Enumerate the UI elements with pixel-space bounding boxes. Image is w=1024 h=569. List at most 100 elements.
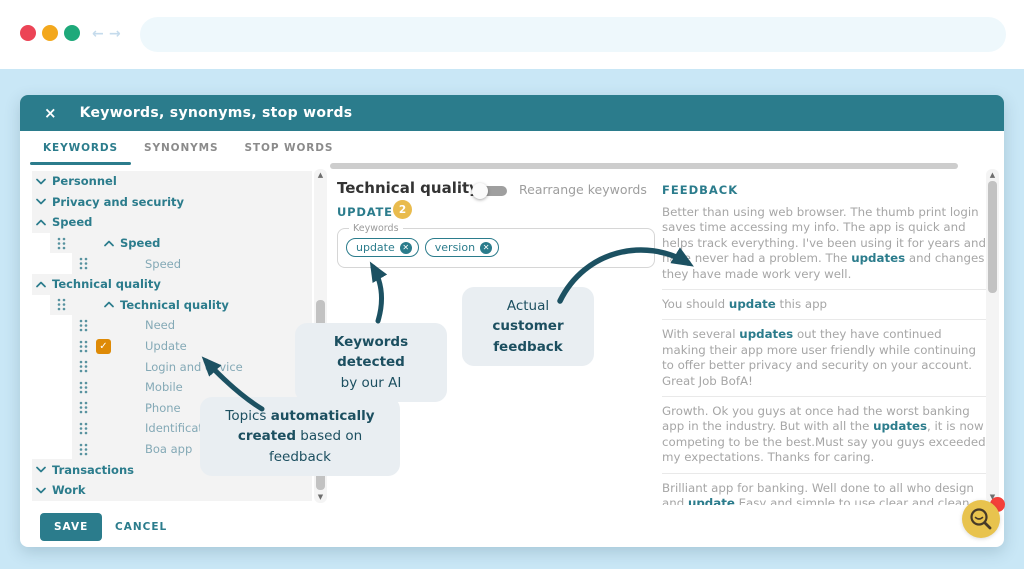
tree-item-privacy-and-security[interactable]: Privacy and security — [32, 191, 312, 213]
tree-item-speed[interactable]: Speed — [50, 232, 312, 254]
chevron-down-icon[interactable] — [36, 178, 46, 185]
highlighted-keyword: update — [728, 297, 776, 312]
chip-remove-icon[interactable]: ✕ — [399, 241, 412, 254]
tree-item-label: Work — [52, 483, 86, 498]
highlighted-keyword: updates — [739, 327, 794, 342]
feedback-item: Brilliant app for banking. Well done to … — [662, 474, 986, 505]
feedback-list: Better than using web browser. The thumb… — [662, 203, 986, 505]
drag-handle-icon[interactable] — [57, 298, 66, 311]
tree-item-technical-quality[interactable]: Technical quality — [32, 273, 312, 295]
save-button[interactable]: SAVE — [40, 513, 103, 541]
tree-item-login-and-device[interactable]: Login and device — [72, 356, 312, 377]
tree-item-need[interactable]: Need — [72, 315, 312, 336]
browser-back-icon[interactable]: ← — [92, 26, 104, 42]
chevron-down-icon[interactable] — [36, 466, 46, 473]
rearrange-keywords-label: Rearrange keywords — [519, 182, 647, 197]
tree-item-technical-quality[interactable]: Technical quality — [50, 294, 312, 316]
tree-item-speed[interactable]: Speed — [32, 212, 312, 233]
close-icon[interactable]: × — [44, 104, 57, 122]
tree-item-label: Personnel — [52, 174, 117, 189]
scroll-down-icon[interactable]: ▼ — [317, 493, 324, 501]
feedback-item: With several updates out they have conti… — [662, 320, 986, 398]
callout-line: Actual customer — [492, 298, 564, 335]
feedback-panel: FEEDBACK Better than using web browser. … — [662, 183, 986, 505]
cancel-button[interactable]: CANCEL — [115, 521, 168, 533]
tree-item-label: Technical quality — [120, 297, 229, 312]
drag-handle-icon[interactable] — [79, 319, 88, 332]
keyword-chip-version[interactable]: version ✕ — [424, 238, 500, 257]
drag-handle-icon[interactable] — [79, 422, 88, 435]
browser-chrome: ← → — [0, 0, 1024, 69]
feedback-item: Growth. Ok you guys at once had the wors… — [662, 397, 986, 474]
tree-item-label: Mobile — [145, 380, 183, 395]
arrow-to-chip — [369, 261, 388, 324]
feedback-scrollbar[interactable]: ▲ ▼ — [986, 169, 999, 503]
drag-handle-icon[interactable] — [79, 443, 88, 456]
chevron-down-icon[interactable] — [36, 487, 46, 494]
modal-title: Keywords, synonyms, stop words — [79, 105, 353, 121]
tree-item-label: Update — [145, 339, 187, 354]
tree-item-personnel[interactable]: Personnel — [32, 171, 312, 192]
keywords-field-label: Keywords — [349, 223, 403, 234]
callout-topics-created: Topics automatically created based on fee… — [200, 397, 400, 476]
chip-remove-icon[interactable]: ✕ — [480, 241, 493, 254]
topic-title: Technical quality — [337, 179, 479, 197]
keyword-chips: update✕ version ✕ — [338, 229, 654, 257]
chevron-up-icon[interactable] — [36, 281, 46, 288]
scroll-up-icon[interactable]: ▲ — [989, 171, 996, 179]
chevron-up-icon[interactable] — [104, 240, 114, 247]
magnifier-widget-button[interactable] — [962, 500, 1000, 538]
callout-line: Keywords detected — [333, 334, 409, 371]
traffic-light-minimize-icon[interactable] — [42, 25, 58, 41]
tree-item-update[interactable]: ✓ Update — [72, 335, 312, 357]
tree-item-label: Privacy and security — [52, 194, 185, 209]
drag-handle-icon[interactable] — [79, 340, 88, 353]
tree-item-label: Need — [145, 318, 176, 333]
highlighted-keyword: update — [687, 496, 735, 505]
tree-item-label: Speed — [52, 215, 93, 230]
tab-bar: KEYWORDS SYNONYMS STOP WORDS — [20, 131, 346, 165]
chevron-down-icon[interactable] — [36, 198, 46, 205]
browser-forward-icon[interactable]: → — [109, 26, 121, 42]
address-bar[interactable] — [140, 17, 1006, 52]
chevron-up-icon[interactable] — [104, 301, 114, 308]
drag-handle-icon[interactable] — [57, 237, 66, 250]
callout-line: feedback — [493, 338, 563, 355]
tab-keywords[interactable]: KEYWORDS — [30, 131, 131, 165]
feedback-item: You should update this app — [662, 290, 986, 321]
tree-item-label: Speed — [120, 236, 161, 251]
feedback-heading: FEEDBACK — [662, 183, 739, 197]
callout-line: created based on feedback — [237, 428, 363, 465]
traffic-light-maximize-icon[interactable] — [64, 25, 80, 41]
drag-handle-icon[interactable] — [79, 401, 88, 414]
scroll-down-icon[interactable]: ▼ — [989, 493, 996, 501]
tab-stop-words[interactable]: STOP WORDS — [244, 142, 334, 154]
tree-item-speed[interactable]: Speed — [72, 253, 312, 274]
tree-item-work[interactable]: Work — [32, 479, 312, 501]
keywords-input[interactable]: Keywords update✕ version ✕ — [337, 223, 655, 268]
highlighted-keyword: updates — [851, 251, 906, 266]
tab-synonyms[interactable]: SYNONYMS — [143, 142, 219, 154]
magnifier-icon — [970, 508, 992, 530]
feedback-item: Better than using web browser. The thumb… — [662, 203, 986, 291]
drag-handle-icon[interactable] — [79, 381, 88, 394]
tree-item-label: Speed — [145, 256, 182, 271]
tree-item-label: Boa app — [145, 442, 193, 457]
drag-handle-icon[interactable] — [79, 360, 88, 373]
highlighted-keyword: updates — [873, 419, 927, 434]
tree-item-label: Phone — [145, 400, 181, 415]
chevron-up-icon[interactable] — [36, 219, 46, 226]
horizontal-scrollbar[interactable] — [330, 163, 958, 169]
traffic-light-close-icon[interactable] — [20, 25, 36, 41]
feedback-scrollbar-thumb[interactable] — [988, 181, 997, 293]
tree-item-mobile[interactable]: Mobile — [72, 376, 312, 398]
scroll-up-icon[interactable]: ▲ — [317, 171, 324, 179]
checked-checkbox[interactable]: ✓ — [96, 338, 111, 354]
callout-line: Topics automatically — [225, 408, 375, 424]
keyword-chip-update[interactable]: update✕ — [346, 238, 419, 257]
drag-handle-icon[interactable] — [79, 257, 88, 270]
chip-label: version — [434, 241, 476, 254]
keyword-count-badge: 2 — [393, 200, 412, 219]
rearrange-keywords-toggle[interactable] — [472, 183, 510, 199]
